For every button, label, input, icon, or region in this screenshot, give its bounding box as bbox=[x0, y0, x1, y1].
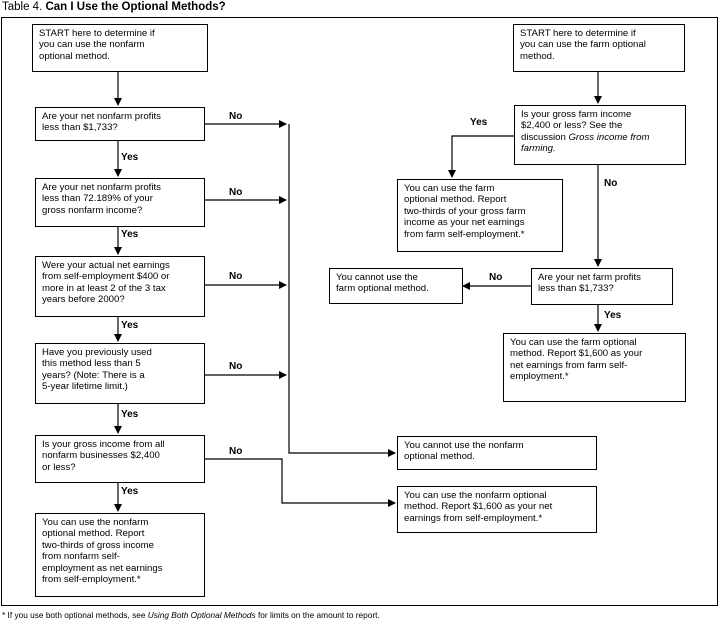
connector-f-q1-yes bbox=[448, 135, 514, 178]
farm-start-box: START here to determine if you can use t… bbox=[513, 24, 685, 72]
nonfarm-start-box: START here to determine if you can use t… bbox=[32, 24, 208, 72]
label-yes-nf4: Yes bbox=[121, 409, 139, 420]
label-yes-nf3: Yes bbox=[121, 320, 139, 331]
flowchart-frame bbox=[1, 17, 718, 606]
table-title: Table 4. Can I Use the Optional Methods? bbox=[2, 0, 226, 14]
nonfarm-result-cannot-box: You cannot use the nonfarm optional meth… bbox=[397, 436, 597, 470]
label-no-nf4: No bbox=[229, 361, 243, 372]
nonfarm-result-two-thirds-box: You can use the nonfarm optional method.… bbox=[35, 513, 205, 597]
farm-result-cannot-box: You cannot use the farm optional method. bbox=[329, 268, 463, 304]
nonfarm-result-1600-box: You can use the nonfarm optional method.… bbox=[397, 486, 597, 533]
nonfarm-question-gross-income-box: Is your gross income from all nonfarm bu… bbox=[35, 435, 205, 483]
label-yes-f2: Yes bbox=[604, 310, 622, 321]
nonfarm-question-earnings-box: Were your actual net earnings from self-… bbox=[35, 256, 205, 317]
table-number: Table 4. bbox=[2, 1, 43, 13]
nonfarm-question-profits-box: Are your net nonfarm profits less than $… bbox=[35, 107, 205, 141]
label-no-nf3: No bbox=[229, 271, 243, 282]
label-yes-f1: Yes bbox=[470, 117, 488, 128]
label-yes-nf5: Yes bbox=[121, 486, 139, 497]
farm-result-1600-box: You can use the farm optional method. Re… bbox=[503, 333, 686, 402]
label-no-nf5: No bbox=[229, 446, 243, 457]
footnote-reference: Using Both Optional Methods bbox=[147, 610, 256, 620]
label-no-nf2: No bbox=[229, 187, 243, 198]
farm-question-gross-income-box: Is your gross farm income $2,400 or less… bbox=[514, 105, 686, 165]
farm-result-two-thirds-box: You can use the farm optional method. Re… bbox=[397, 179, 563, 252]
label-yes-nf1: Yes bbox=[121, 152, 139, 163]
footnote: * If you use both optional methods, see … bbox=[2, 610, 380, 620]
label-no-f2: No bbox=[489, 272, 503, 283]
label-no-f1: No bbox=[604, 178, 618, 189]
nonfarm-question-years-box: Have you previously used this method les… bbox=[35, 343, 205, 404]
connector-nf-q5-no bbox=[205, 458, 396, 507]
table-heading: Can I Use the Optional Methods? bbox=[45, 1, 226, 13]
nonfarm-question-percentage-box: Are your net nonfarm profits less than 7… bbox=[35, 178, 205, 227]
farm-question-profits-box: Are your net farm profits less than $1,7… bbox=[531, 268, 673, 305]
label-no-nf1: No bbox=[229, 111, 243, 122]
connector-nf-no-trunk bbox=[288, 124, 396, 457]
label-yes-nf2: Yes bbox=[121, 229, 139, 240]
